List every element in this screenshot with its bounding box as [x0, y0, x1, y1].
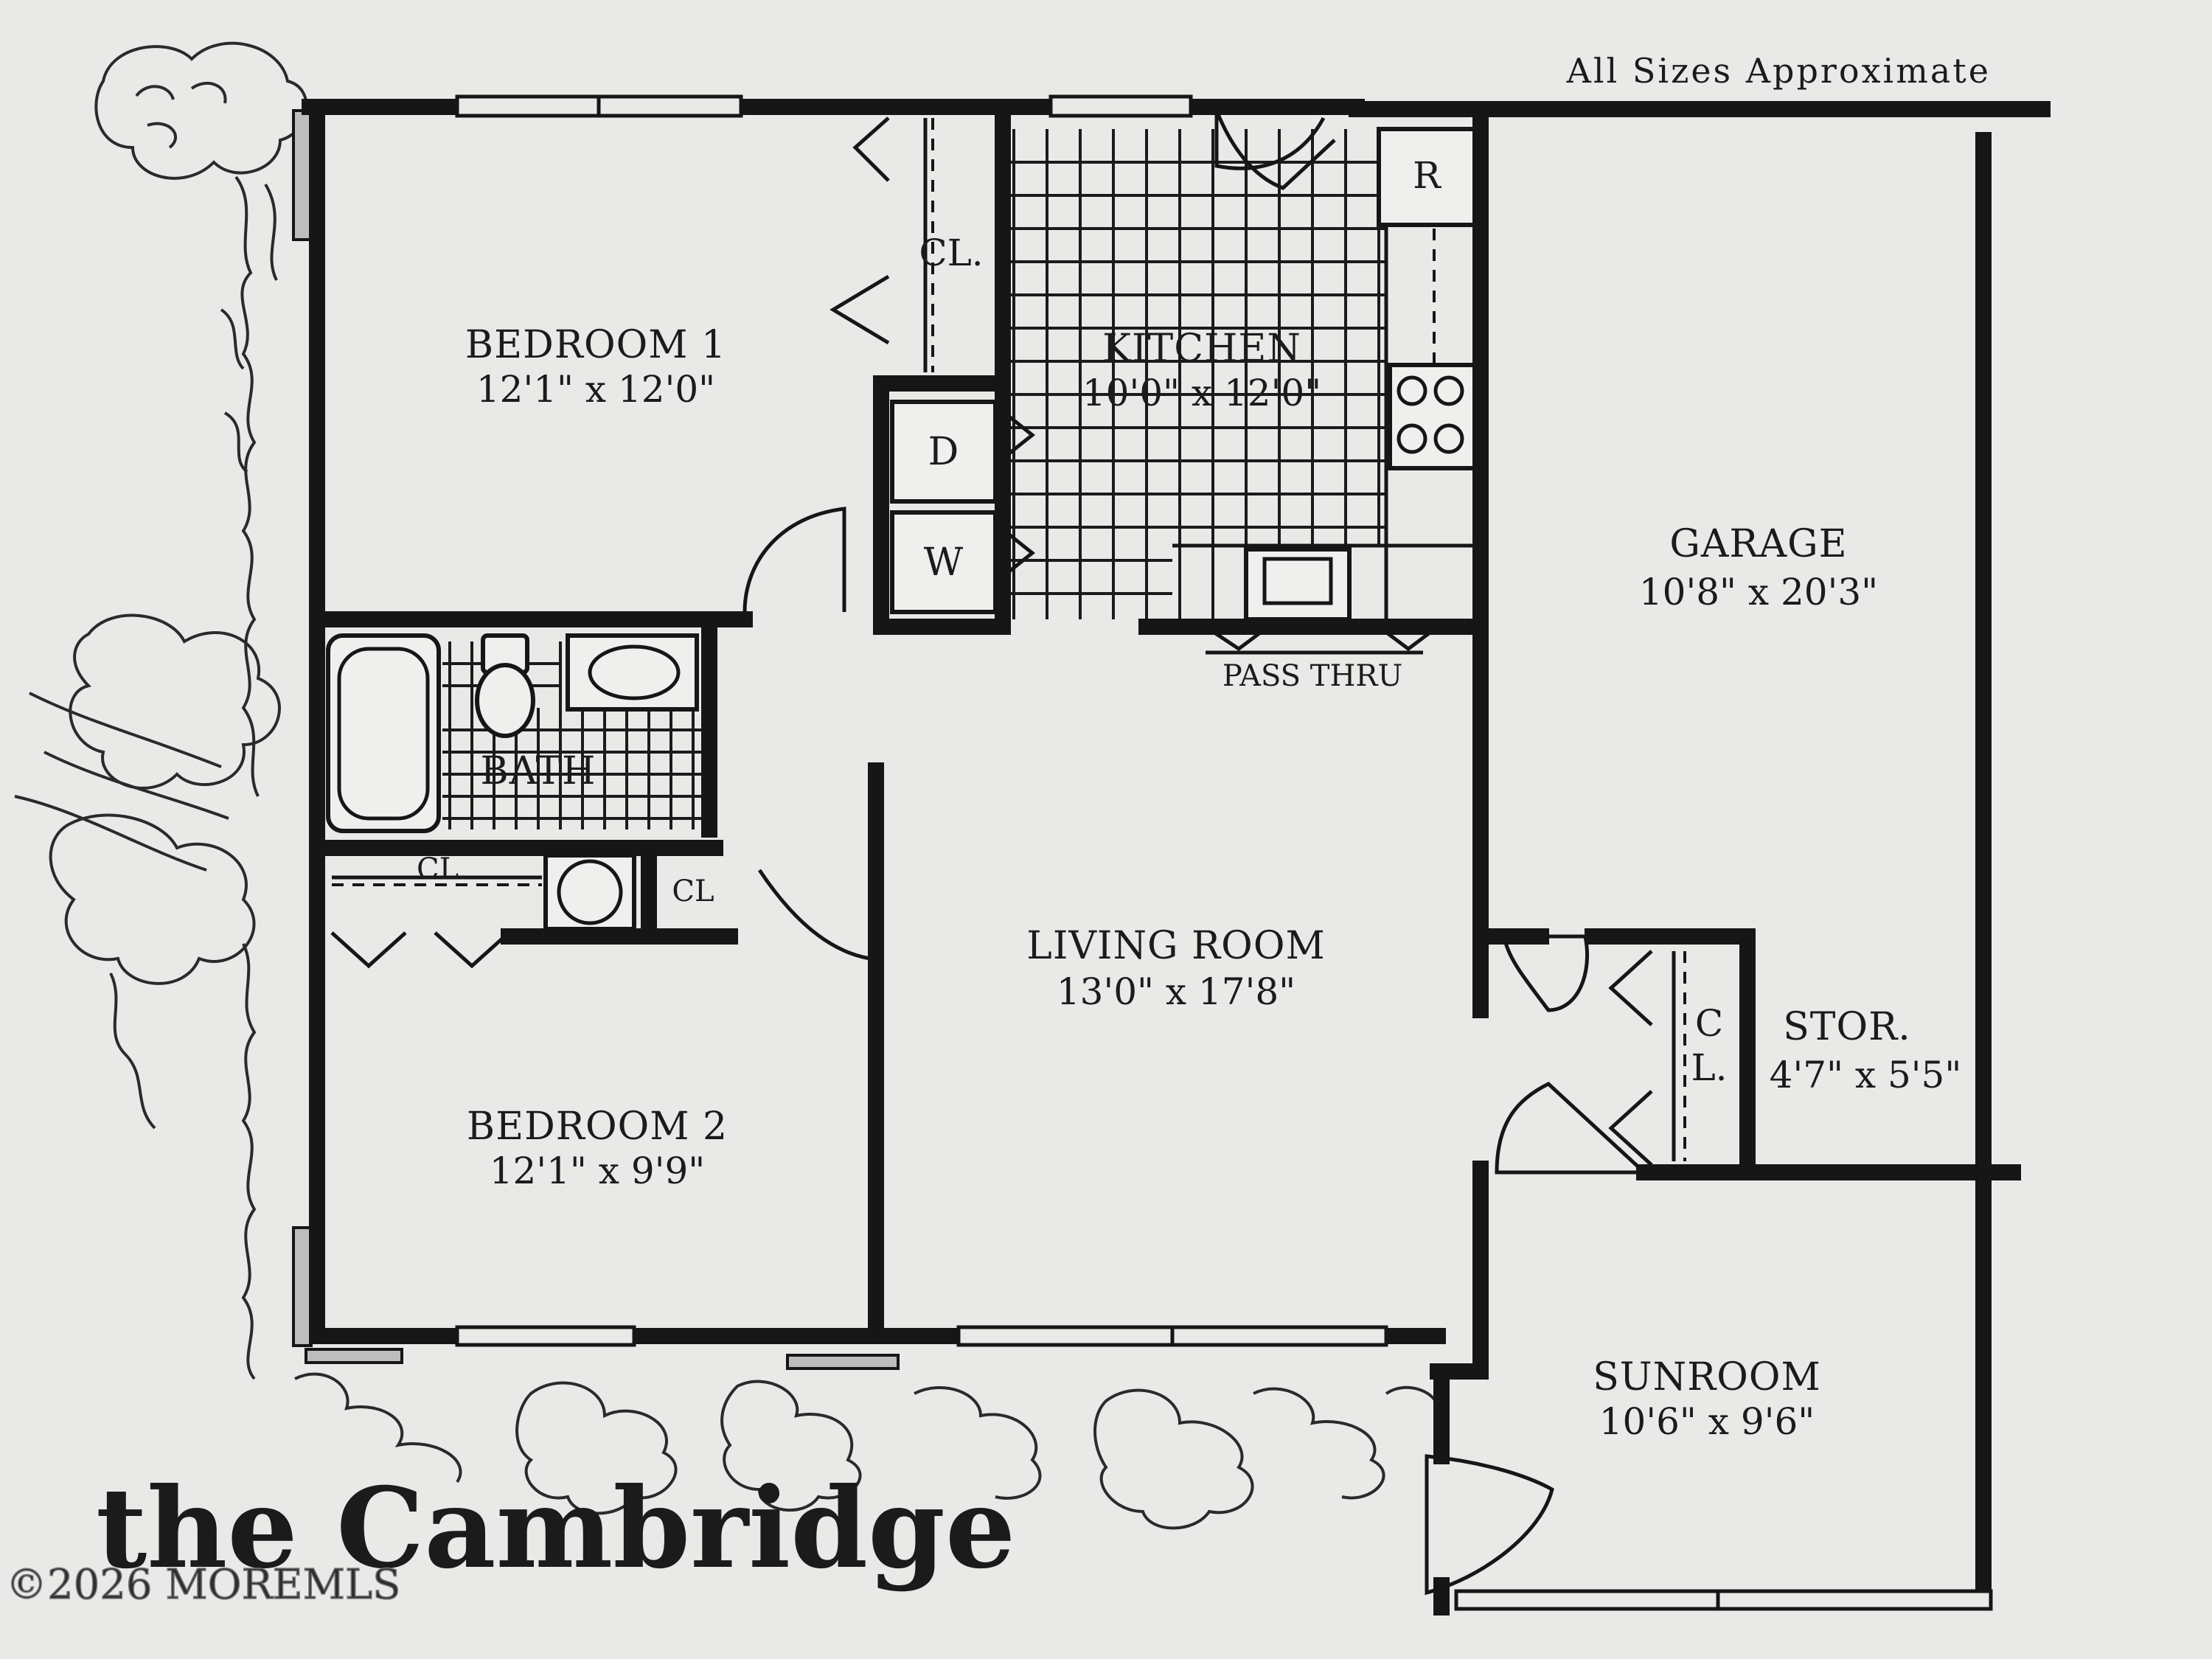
kitchen-name: KITCHEN: [1102, 327, 1301, 371]
closet-storage-label-l: L.: [1691, 1046, 1727, 1089]
bedroom2-name: BEDROOM 2: [467, 1105, 728, 1149]
wall-hatch-top-left: [292, 109, 313, 241]
closet-storage-label-c: C: [1695, 1002, 1723, 1045]
wall-hatch-bottom-mid: [786, 1354, 900, 1370]
plan-title: the Cambridge: [96, 1464, 1015, 1593]
washer: [890, 510, 998, 614]
bedroom2-dims: 12'1" x 9'9": [490, 1150, 706, 1192]
refrigerator: [1377, 127, 1477, 227]
fixtures: [326, 127, 1477, 931]
wall-hatch-bottom-left: [292, 1226, 313, 1347]
sunroom-name: SUNROOM: [1593, 1355, 1821, 1399]
storage-dims: 4'7" x 5'5": [1770, 1054, 1962, 1096]
washer-label: W: [924, 540, 964, 585]
bath-name: BATH: [481, 749, 597, 793]
closet-bedroom1-label: CL.: [919, 232, 983, 274]
windows: [455, 94, 1993, 1611]
garage-name: GARAGE: [1669, 522, 1847, 566]
living-room-dims: 13'0" x 17'8": [1057, 970, 1295, 1013]
sizes-note: All Sizes Approximate: [1566, 51, 1991, 91]
bedroom1-dims: 12'1" x 12'0": [476, 368, 715, 411]
dryer: [890, 400, 998, 504]
garage-dims: 10'8" x 20'3": [1639, 571, 1878, 613]
bath-tile-grid: [442, 641, 704, 830]
bedroom1-name: BEDROOM 1: [465, 323, 726, 367]
wall-hatch-bottom: [305, 1348, 403, 1364]
closet-hall-label: CL.: [417, 852, 468, 886]
closet-rods: [332, 118, 1686, 1161]
living-room-name: LIVING ROOM: [1026, 924, 1325, 968]
doors: [330, 110, 1653, 1596]
watermark: ©2026 MOREMLS: [6, 1561, 401, 1609]
closet-small-label: CL: [672, 874, 714, 908]
dryer-label: D: [928, 430, 960, 474]
pass-thru-label: PASS THRU: [1222, 659, 1402, 693]
kitchen-dims: 10'0" x 12'0": [1082, 372, 1321, 414]
refrigerator-label: R: [1413, 154, 1441, 197]
sunroom-dims: 10'6" x 9'6": [1599, 1400, 1815, 1443]
storage-name: STOR.: [1783, 1005, 1911, 1049]
